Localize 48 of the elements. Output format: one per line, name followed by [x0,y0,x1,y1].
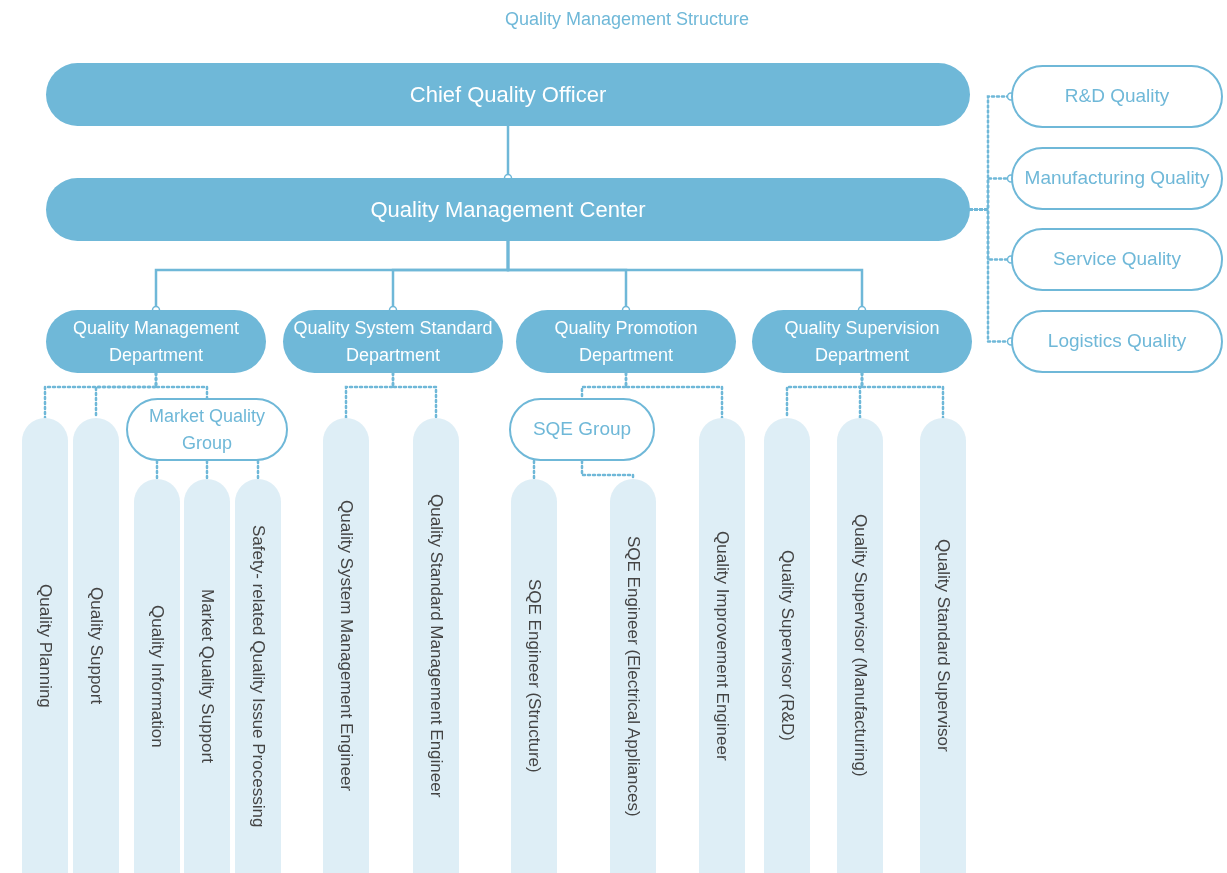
unit-label: R&D Quality [1063,84,1171,109]
connector [256,459,260,481]
unit-label: Quality System Standard Department [292,316,494,367]
unit-label: SQE Group [531,417,633,442]
connector [154,371,209,400]
role-label: Safety- related Quality Issue Processing [249,524,267,828]
unit-label: Market Quality Group [147,404,266,455]
unit-label: Quality Management Department [71,316,241,367]
role-label: Quality Planning [36,583,54,708]
diagram-title: Quality Management Structure [503,9,751,30]
connector [580,459,635,481]
role-label: Quality Support [87,586,105,705]
role-label: Quality Improvement Engineer [713,530,731,761]
unit-label: Logistics Quality [1046,329,1188,354]
unit-label: Chief Quality Officer [408,81,608,109]
role-column [610,479,656,873]
role-label: Market Quality Support [198,589,216,763]
unit-label: Quality Supervision Department [783,316,941,367]
role-column [837,418,883,873]
unit-label: Service Quality [1052,247,1182,272]
role-column [235,479,281,873]
role-column [184,479,230,873]
role-column [73,418,119,873]
connector [155,459,159,481]
role-column [764,418,810,873]
unit-label: Quality Management Center [369,196,647,224]
role-label: Quality Supervisor (Manufacturing) [851,514,869,777]
connector [860,371,945,420]
role-label: Quality Supervisor (R&D) [778,550,796,741]
connector [391,371,438,420]
role-column [134,479,180,873]
role-column [699,418,745,873]
role-label: Quality Standard Supervisor [934,539,952,752]
role-label: SQE Engineer (Electrical Appliances) [624,535,642,817]
role-label: SQE Engineer (Structure) [525,579,543,773]
role-label: Quality Information [148,604,166,748]
unit-label: Manufacturing Quality [1023,166,1211,191]
role-column [511,479,557,873]
role-column [22,418,68,873]
role-column [323,418,369,873]
role-label: Quality System Management Engineer [337,499,355,791]
connector [624,371,724,420]
role-column [413,418,459,873]
connector [205,459,209,481]
role-column [920,418,966,873]
unit-label: Quality Promotion Department [553,316,699,367]
connector [532,459,536,481]
role-label: Quality Standard Management Engineer [427,493,445,798]
